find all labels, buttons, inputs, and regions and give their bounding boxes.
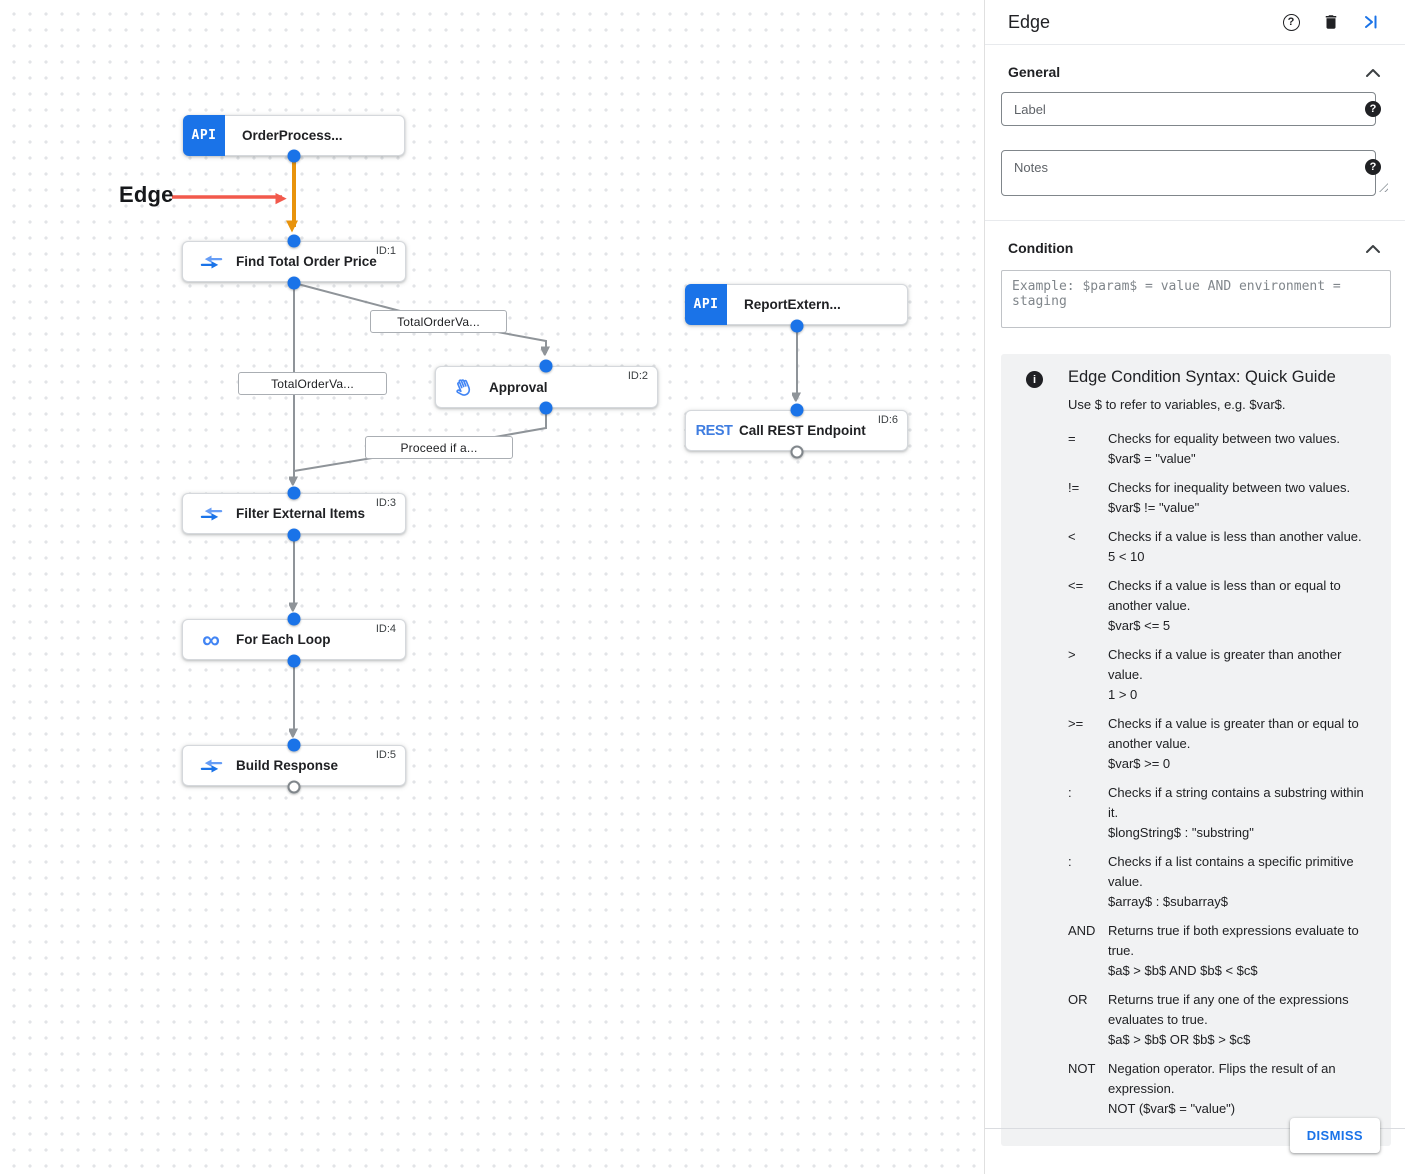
section-general[interactable]: General: [985, 45, 1405, 92]
node-port[interactable]: [287, 276, 301, 290]
edge-label-proceed-if[interactable]: Proceed if a...: [365, 436, 513, 459]
guide-intro: Use $ to refer to variables, e.g. $var$.: [1068, 397, 1286, 412]
node-id-tag: ID:2: [627, 370, 648, 382]
node-label: Approval: [489, 379, 548, 395]
node-port[interactable]: [287, 149, 301, 163]
node-port[interactable]: [539, 359, 553, 373]
data-mapping-icon: [199, 506, 223, 522]
node-port[interactable]: [539, 401, 553, 415]
data-mapping-icon: [199, 758, 223, 774]
footer-divider: [985, 1128, 1405, 1129]
node-label: Find Total Order Price: [236, 254, 377, 269]
condition-field-wrap: [1001, 270, 1391, 328]
node-label: For Each Loop: [236, 632, 331, 647]
node-port[interactable]: [287, 612, 301, 626]
guide-row: >Checks if a value is greater than anoth…: [1068, 647, 1342, 702]
node-call-rest-endpoint[interactable]: REST Call REST Endpoint ID:6: [685, 410, 908, 451]
section-divider: [985, 220, 1405, 221]
guide-row: <=Checks if a value is less than or equa…: [1068, 578, 1341, 633]
edge-label-total-order-left[interactable]: TotalOrderVa...: [238, 372, 387, 395]
condition-input[interactable]: [1001, 270, 1391, 328]
node-order-process[interactable]: API OrderProcess...: [183, 115, 405, 156]
guide-row: >=Checks if a value is greater than or e…: [1068, 716, 1359, 771]
guide-row: <Checks if a value is less than another …: [1068, 529, 1362, 564]
node-label: Build Response: [236, 758, 339, 773]
node-port-open[interactable]: [790, 445, 804, 459]
node-label: Filter External Items: [236, 506, 366, 521]
node-port[interactable]: [287, 528, 301, 542]
node-port[interactable]: [790, 403, 804, 417]
guide-title: Edge Condition Syntax: Quick Guide: [1068, 368, 1336, 386]
help-icon[interactable]: ?: [1281, 12, 1301, 32]
panel-header: Edge ?: [985, 0, 1405, 45]
chevron-up-icon[interactable]: [1365, 243, 1381, 254]
node-filter-external-items[interactable]: Filter External Items ID:3: [182, 493, 406, 534]
guide-row: :Checks if a string contains a substring…: [1068, 785, 1364, 840]
edge-annotation-label: Edge: [119, 182, 174, 207]
node-label: ReportExtern...: [744, 297, 841, 312]
node-port[interactable]: [287, 654, 301, 668]
node-port[interactable]: [287, 738, 301, 752]
dismiss-button[interactable]: DISMISS: [1289, 1118, 1380, 1153]
loop-icon: ∞: [202, 625, 220, 654]
label-help-icon[interactable]: ?: [1365, 101, 1381, 117]
edge-properties-panel: Edge ? General ? ?: [985, 0, 1405, 1174]
flow-edges[interactable]: [0, 0, 985, 1174]
guide-row: =Checks for equality between two values.…: [1068, 431, 1340, 466]
node-report-extern[interactable]: API ReportExtern...: [685, 284, 908, 325]
node-id-tag: ID:4: [375, 623, 396, 635]
label-field-wrap: ?: [1001, 92, 1391, 126]
notes-help-icon[interactable]: ?: [1365, 159, 1381, 175]
data-mapping-icon: [199, 254, 223, 270]
node-id-tag: ID:5: [375, 749, 396, 761]
node-id-tag: ID:6: [877, 414, 898, 426]
panel-title: Edge: [1008, 11, 1051, 32]
node-id-tag: ID:3: [375, 497, 396, 509]
guide-row: !=Checks for inequality between two valu…: [1068, 480, 1351, 515]
node-id-tag: ID:1: [375, 245, 396, 257]
node-label: Call REST Endpoint: [739, 423, 866, 438]
resize-grip-icon[interactable]: [1379, 183, 1388, 192]
node-port-open[interactable]: [287, 780, 301, 794]
notes-field-wrap: ?: [1001, 150, 1391, 196]
notes-input[interactable]: [1001, 150, 1376, 196]
node-port[interactable]: [287, 486, 301, 500]
rest-icon: REST: [695, 422, 733, 439]
collapse-panel-icon[interactable]: [1361, 12, 1381, 32]
label-input[interactable]: [1001, 92, 1376, 126]
delete-icon[interactable]: [1321, 12, 1341, 32]
flow-canvas[interactable]: Edge API OrderProcess... Find Total Orde…: [0, 0, 985, 1174]
section-condition-title: Condition: [1008, 240, 1074, 256]
condition-syntax-guide: i Edge Condition Syntax: Quick Guide Use…: [1001, 354, 1391, 1146]
chevron-up-icon[interactable]: [1365, 67, 1381, 78]
info-icon: i: [1026, 371, 1043, 388]
api-trigger-badge: API: [685, 284, 727, 325]
section-general-title: General: [1008, 64, 1061, 80]
node-port[interactable]: [287, 234, 301, 248]
guide-row: :Checks if a list contains a specific pr…: [1068, 854, 1354, 909]
node-port[interactable]: [790, 319, 804, 333]
node-label: OrderProcess...: [242, 128, 343, 143]
node-for-each-loop[interactable]: ∞ For Each Loop ID:4: [182, 619, 406, 660]
section-condition[interactable]: Condition: [985, 221, 1405, 268]
edge-label-total-order-right[interactable]: TotalOrderVa...: [370, 310, 507, 333]
hand-approval-icon: [452, 376, 476, 399]
api-trigger-badge: API: [183, 115, 225, 156]
